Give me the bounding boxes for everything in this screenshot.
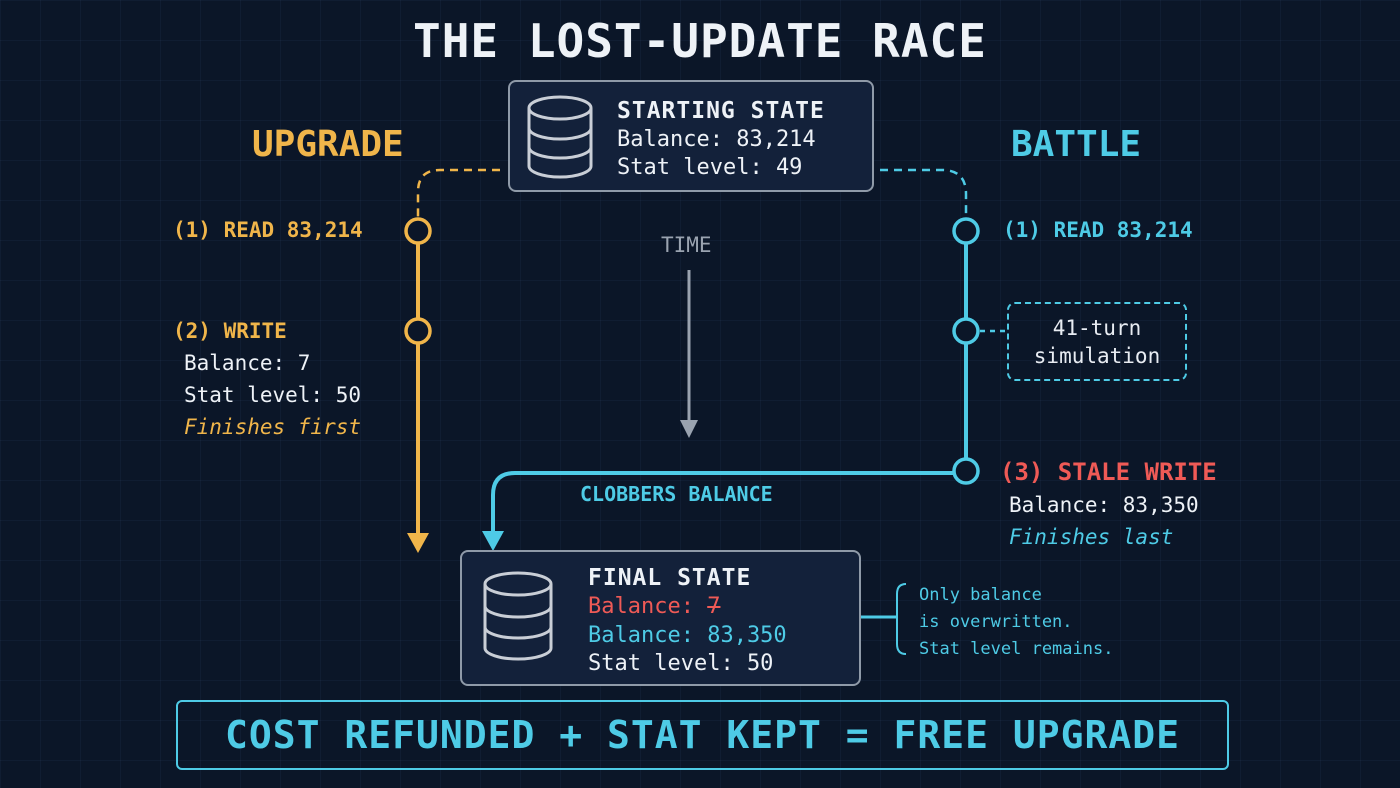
upgrade-start-connector — [416, 168, 500, 218]
final-old-balance-value: 7 — [707, 594, 721, 619]
side-note-line-1: Only balance — [919, 585, 1042, 605]
battle-start-connector — [880, 168, 968, 218]
upgrade-stat: Stat level: 50 — [184, 383, 362, 407]
final-state-heading: FINAL STATE — [588, 565, 752, 591]
upgrade-write-label: (2) WRITE — [173, 319, 287, 343]
page-title: THE LOST-UPDATE RACE — [413, 14, 987, 68]
lane-battle: BATTLE — [1011, 124, 1142, 165]
final-old-balance: Balance: 7 — [588, 594, 720, 619]
battle-read-label: (1) READ 83,214 — [1003, 218, 1193, 242]
battle-read-node — [952, 217, 980, 245]
note-bracket — [896, 583, 907, 655]
simulation-line-2: simulation — [1033, 344, 1161, 368]
final-old-balance-label: Balance: — [588, 594, 708, 619]
starting-state-box: STARTING STATE Balance: 83,214 Stat leve… — [508, 80, 874, 192]
simulation-line-1: 41-turn — [1052, 316, 1142, 340]
upgrade-read-node — [404, 217, 432, 245]
upgrade-read-label: (1) READ 83,214 — [173, 218, 363, 242]
starting-stat: Stat level: 49 — [617, 155, 803, 180]
side-note-line-2: is overwritten. — [919, 612, 1073, 632]
upgrade-write-node — [404, 317, 432, 345]
starting-state-heading: STARTING STATE — [617, 98, 825, 124]
database-icon — [527, 95, 593, 179]
clobber-arrowhead — [482, 531, 504, 551]
upgrade-balance: Balance: 7 — [184, 351, 311, 375]
starting-balance: Balance: 83,214 — [617, 127, 816, 152]
conclusion-banner: COST REFUNDED + STAT KEPT = FREE UPGRADE — [176, 700, 1229, 770]
simulation-box: 41-turn simulation — [1007, 302, 1187, 381]
time-arrowhead — [680, 420, 698, 438]
stale-write-label: (3) STALE WRITE — [1000, 458, 1217, 486]
battle-stale-write-node — [952, 457, 980, 485]
side-note: Only balance is overwritten. Stat level … — [919, 582, 1113, 663]
lane-upgrade: UPGRADE — [252, 124, 404, 165]
battle-balance: Balance: 83,350 — [1009, 493, 1199, 517]
battle-note: Finishes last — [1009, 525, 1174, 549]
clobber-arrow — [491, 471, 953, 533]
upgrade-arrowhead — [407, 533, 429, 553]
battle-sim-node — [952, 317, 980, 345]
final-state-box: FINAL STATE Balance: 7 Balance: 83,350 S… — [460, 550, 861, 686]
clobber-label: CLOBBERS BALANCE — [580, 482, 773, 506]
database-icon — [483, 571, 553, 661]
time-label: TIME — [661, 233, 712, 257]
upgrade-note: Finishes first — [184, 415, 362, 439]
final-stat: Stat level: 50 — [588, 651, 774, 676]
side-note-line-3: Stat level remains. — [919, 639, 1114, 659]
final-balance: Balance: 83,350 — [588, 623, 787, 648]
